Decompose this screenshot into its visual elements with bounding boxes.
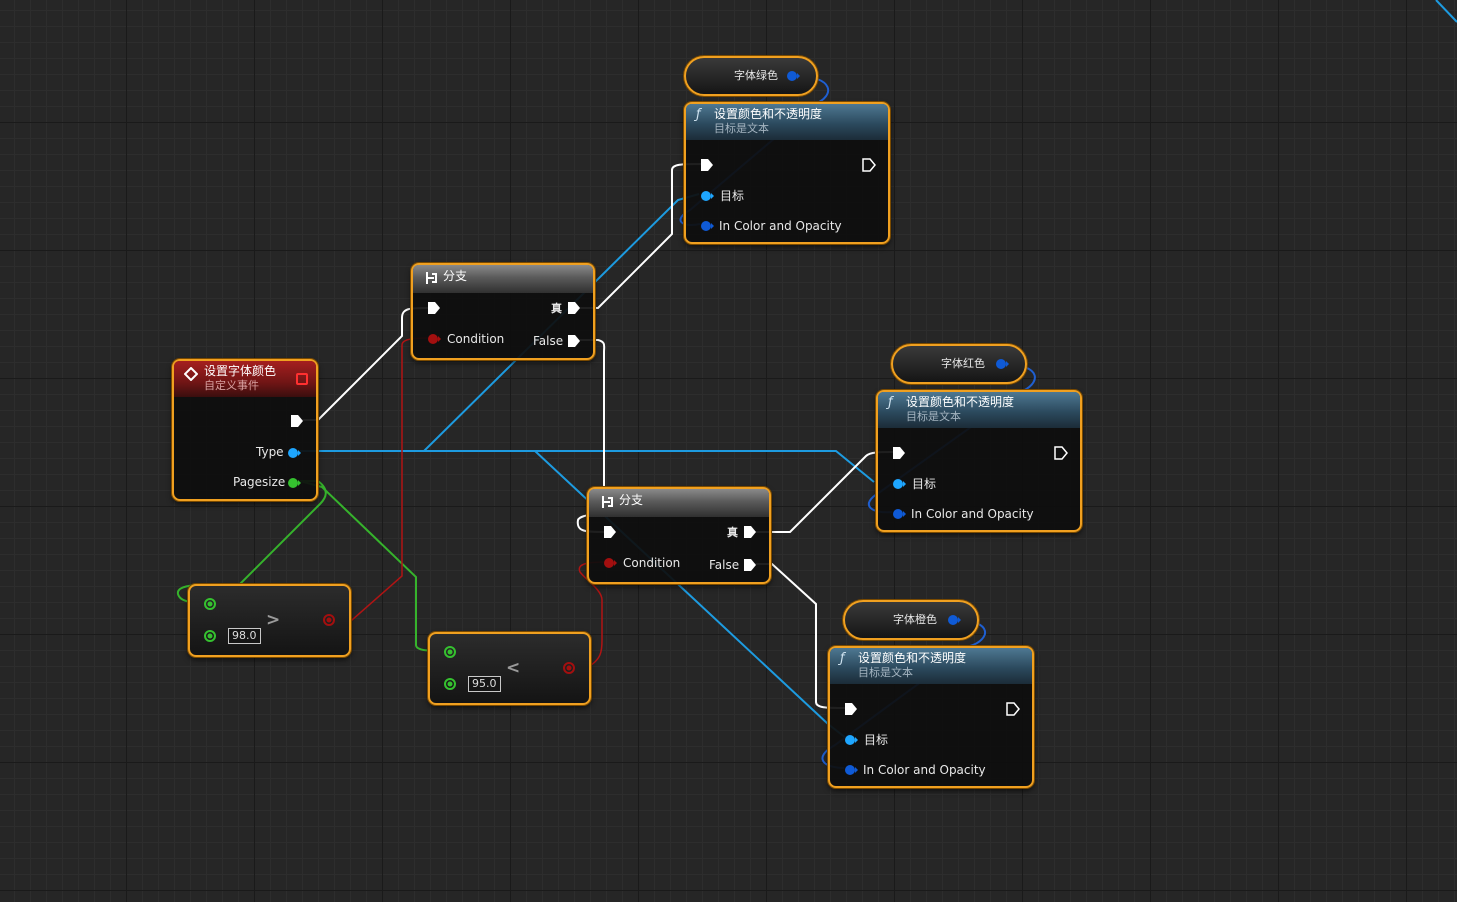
pagesize-output-pin[interactable]: [287, 477, 301, 489]
color-label: In Color and Opacity: [719, 219, 842, 233]
target-label: 目标: [720, 189, 745, 203]
true-label: 真: [727, 526, 738, 539]
exec-input-pin[interactable]: [427, 301, 441, 315]
less-than-node[interactable]: 95.0 <: [428, 632, 591, 705]
pagesize-label: Pagesize: [233, 475, 286, 489]
color-input-pin[interactable]: [844, 764, 858, 776]
font-green-variable[interactable]: 字体绿色: [684, 56, 818, 96]
false-label: False: [533, 334, 564, 348]
float-literal-input[interactable]: 98.0: [228, 628, 261, 644]
true-label: 真: [551, 302, 562, 315]
branch-node-1[interactable]: 分支 真 Condition False: [411, 263, 595, 360]
true-exec-pin[interactable]: [567, 301, 581, 315]
function-icon: ƒ: [696, 107, 701, 122]
branch-icon: [602, 496, 613, 508]
struct-output-pin[interactable]: [995, 358, 1009, 370]
font-red-variable[interactable]: 字体红色: [891, 344, 1027, 384]
exec-input-pin[interactable]: [892, 446, 906, 460]
true-exec-pin[interactable]: [743, 525, 757, 539]
variable-label: 字体橙色: [893, 613, 937, 626]
branch-icon: [426, 272, 437, 284]
color-input-pin[interactable]: [700, 220, 714, 232]
node-title: 设置颜色和不透明度: [858, 651, 967, 665]
type-output-pin[interactable]: [287, 447, 301, 459]
target-input-pin[interactable]: [844, 734, 858, 746]
bool-output-pin[interactable]: [562, 661, 576, 675]
exec-input-pin[interactable]: [844, 702, 858, 716]
target-label: 目标: [912, 477, 937, 491]
exec-wire: [754, 451, 895, 533]
exec-output-pin[interactable]: [1006, 702, 1020, 716]
type-label: Type: [256, 445, 284, 459]
node-subtitle: 目标是文本: [906, 410, 961, 423]
exec-output-pin[interactable]: [1054, 446, 1068, 460]
function-icon: ƒ: [840, 651, 845, 666]
event-diamond-icon: [184, 367, 198, 381]
condition-label: Condition: [623, 556, 681, 570]
set-color-node-green[interactable]: ƒ 设置颜色和不透明度 目标是文本 目标 In Color and Opacit…: [684, 102, 890, 244]
set-color-node-orange[interactable]: ƒ 设置颜色和不透明度 目标是文本 目标 In Color and Opacit…: [828, 646, 1034, 788]
node-subtitle: 自定义事件: [204, 379, 259, 392]
struct-output-pin[interactable]: [786, 70, 800, 82]
variable-label: 字体绿色: [734, 69, 778, 82]
exec-input-pin[interactable]: [700, 158, 714, 172]
type-wire: [300, 450, 875, 483]
false-label: False: [709, 558, 740, 572]
node-title: 设置颜色和不透明度: [714, 107, 823, 121]
operator-label: >: [266, 610, 281, 630]
float-input-pin-b[interactable]: [443, 677, 457, 691]
condition-wire: [570, 561, 609, 669]
float-literal-input[interactable]: 95.0: [468, 676, 501, 692]
float-input-pin-a[interactable]: [443, 645, 457, 659]
branch-node-2[interactable]: 分支 真 Condition False: [587, 487, 771, 584]
delegate-pin-icon[interactable]: [296, 373, 308, 385]
color-label: In Color and Opacity: [863, 763, 986, 777]
struct-output-pin[interactable]: [947, 614, 961, 626]
function-icon: ƒ: [888, 395, 893, 410]
exec-input-pin[interactable]: [603, 525, 617, 539]
node-title: 设置字体颜色: [204, 364, 277, 378]
variable-label: 字体红色: [941, 357, 985, 370]
exec-output-pin[interactable]: [862, 158, 876, 172]
node-title: 设置颜色和不透明度: [906, 395, 1015, 409]
exec-output-pin[interactable]: [290, 414, 304, 428]
color-label: In Color and Opacity: [911, 507, 1034, 521]
custom-event-node[interactable]: 设置字体颜色 自定义事件 Type Pagesize: [172, 359, 318, 501]
float-input-pin-a[interactable]: [203, 597, 217, 611]
target-label: 目标: [864, 733, 889, 747]
target-input-pin[interactable]: [700, 190, 714, 202]
exec-wire: [300, 307, 429, 421]
set-color-node-red[interactable]: ƒ 设置颜色和不透明度 目标是文本 目标 In Color and Opacit…: [876, 390, 1082, 532]
operator-label: <: [506, 658, 521, 678]
node-subtitle: 目标是文本: [858, 666, 913, 679]
node-title: 分支: [619, 493, 644, 507]
offscreen-wire: [1435, 0, 1457, 23]
condition-input-pin[interactable]: [603, 557, 617, 569]
color-input-pin[interactable]: [892, 508, 906, 520]
node-title: 分支: [443, 269, 468, 283]
condition-label: Condition: [447, 332, 505, 346]
font-orange-variable[interactable]: 字体橙色: [843, 600, 979, 640]
float-input-pin-b[interactable]: [203, 629, 217, 643]
false-exec-pin[interactable]: [743, 558, 757, 572]
condition-input-pin[interactable]: [427, 333, 441, 345]
false-exec-pin[interactable]: [567, 334, 581, 348]
greater-than-node[interactable]: 98.0 >: [188, 584, 351, 657]
node-subtitle: 目标是文本: [714, 122, 769, 135]
bool-output-pin[interactable]: [322, 613, 336, 627]
target-input-pin[interactable]: [892, 478, 906, 490]
